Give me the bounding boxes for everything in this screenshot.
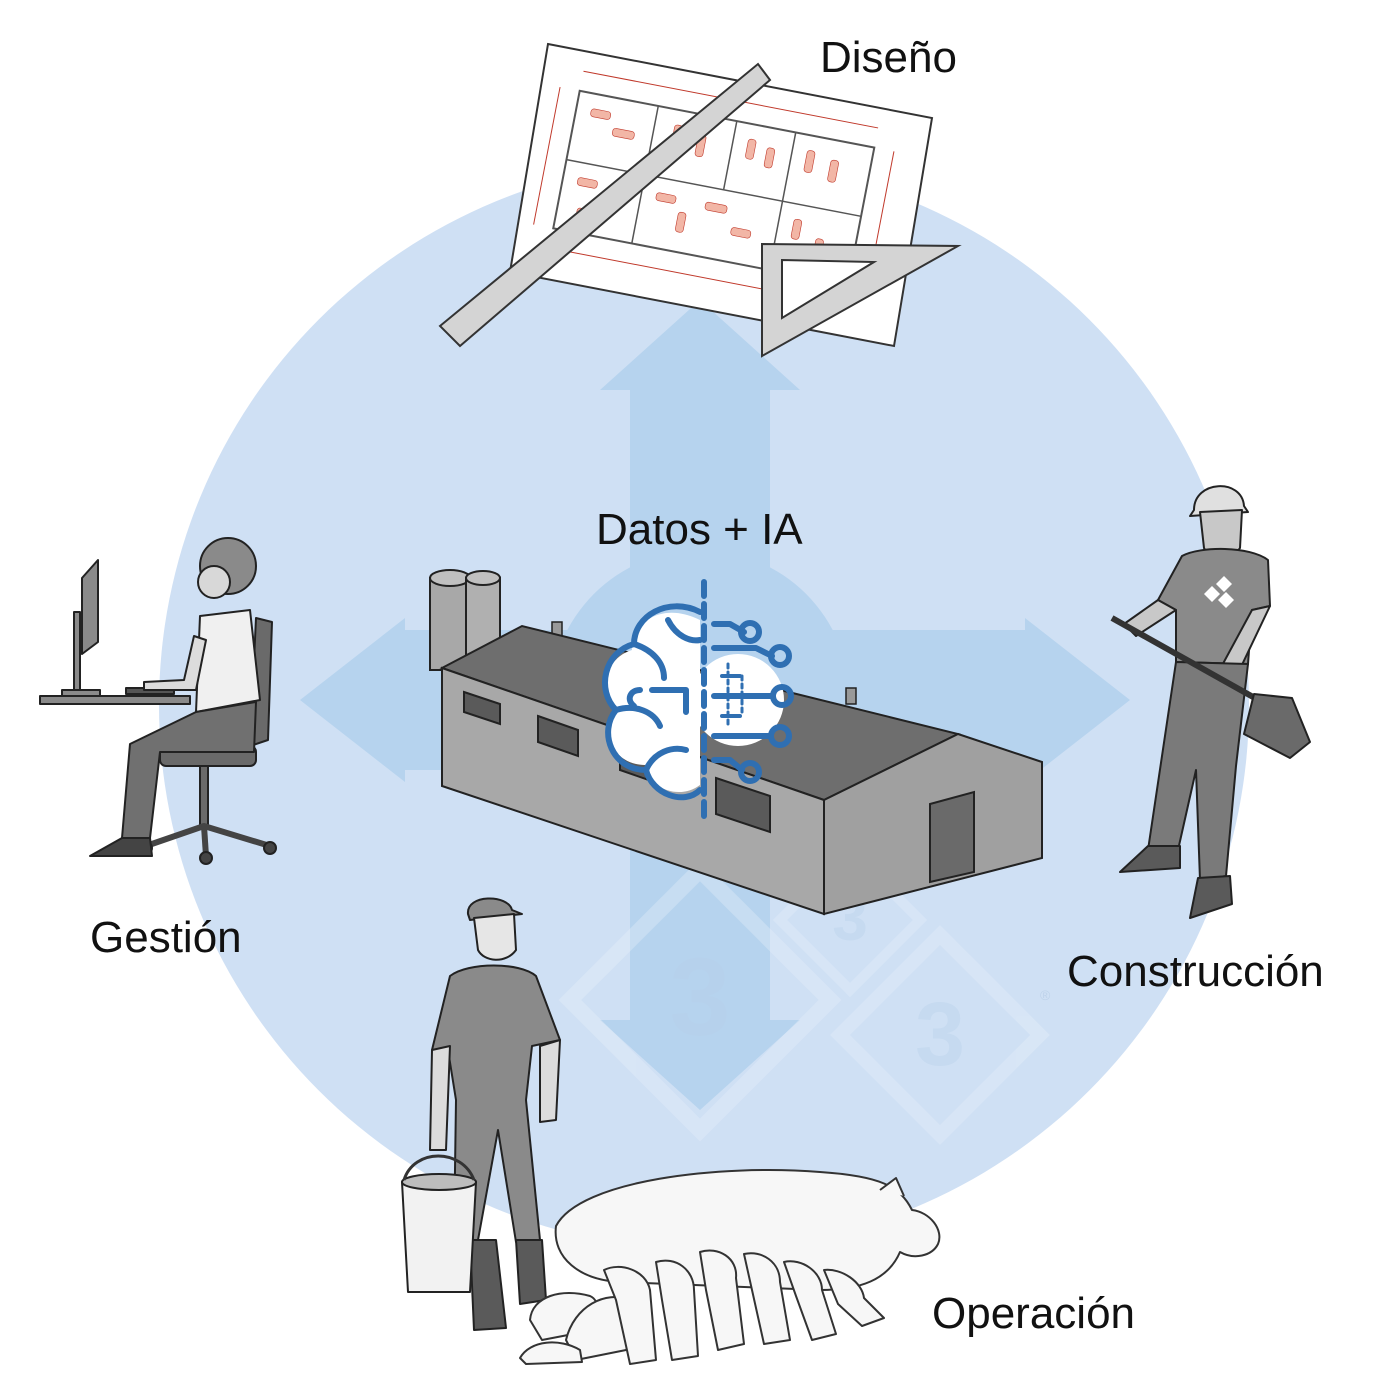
- watermark-registered-mark: ®: [1040, 987, 1051, 1003]
- farmer-with-bucket: [401, 897, 561, 1331]
- label-management: Gestión: [90, 913, 242, 962]
- sow-with-piglets: [519, 1169, 941, 1365]
- set-square: [761, 242, 962, 358]
- person-at-computer: [39, 537, 277, 865]
- arrow-up: [600, 300, 800, 600]
- label-operation: Operación: [932, 1289, 1136, 1338]
- watermark-digit-2: 3: [915, 985, 965, 1085]
- silos: [429, 569, 501, 671]
- brain-circuit-icon: [602, 579, 794, 825]
- worker-with-shovel: [1110, 485, 1311, 919]
- barn-door: [929, 790, 975, 884]
- pig-barn-building: [429, 569, 1043, 916]
- label-design: Diseño: [820, 33, 957, 82]
- label-center-data-ai: Datos + IA: [596, 505, 803, 554]
- watermark-digit-1: 3: [669, 936, 730, 1059]
- ruler: [438, 62, 772, 348]
- piglets: [519, 1249, 885, 1365]
- blueprint-illustration: [438, 42, 962, 358]
- label-construction: Construcción: [1067, 947, 1324, 996]
- arrows: [300, 300, 1130, 1110]
